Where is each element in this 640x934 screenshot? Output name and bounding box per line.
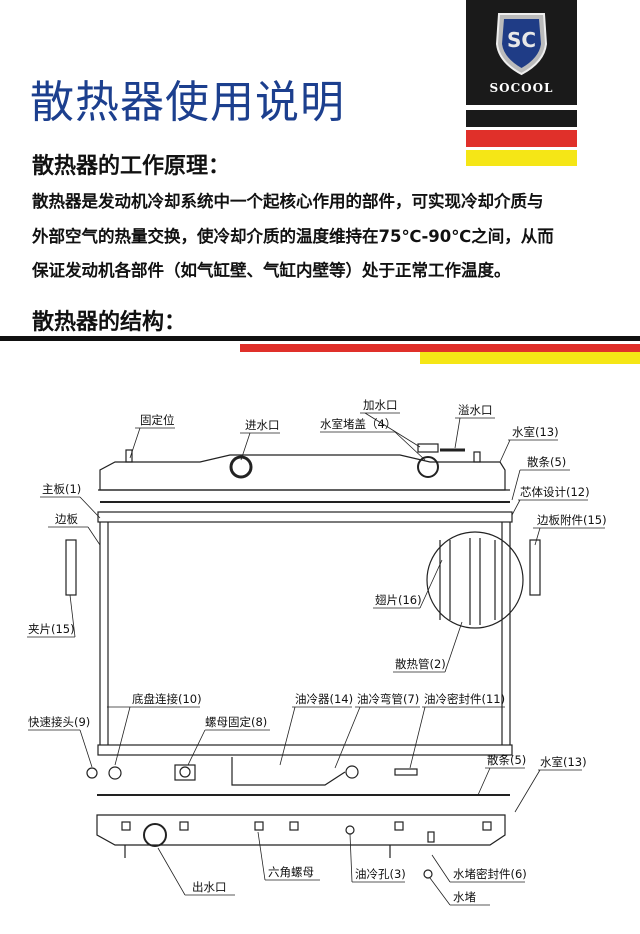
label-oil-pipe: 油冷弯管(7) <box>357 692 419 706</box>
label-side-attachment: 边板附件(15) <box>537 513 607 527</box>
yellow-stripe <box>466 150 577 166</box>
label-core: 芯体设计(12) <box>520 485 590 499</box>
label-oil-hole: 油冷孔(3) <box>355 867 406 881</box>
label-quick-connector: 快速接头(9) <box>28 715 90 729</box>
label-nut-fixing: 螺母固定(8) <box>205 715 267 729</box>
principle-line: 外部空气的热量交换，使冷却介质的温度维持在75℃-90℃之间，从而 <box>32 226 554 246</box>
core <box>65 511 541 756</box>
bottom-tank <box>96 814 506 879</box>
label-clip: 夹片(15) <box>28 622 75 636</box>
label-chassis-connection: 底盘连接(10) <box>132 692 202 706</box>
structure-heading: 散热器的结构： <box>32 310 187 335</box>
label-plug-seal: 水堵密封件(6) <box>453 867 527 881</box>
label-hex-nut: 六角螺母 <box>268 865 314 879</box>
label-plug: 水堵 <box>453 890 476 904</box>
label-tube: 散热管(2) <box>395 657 446 671</box>
label-fixing-point: 固定位 <box>140 413 175 427</box>
principle-text: 散热器是发动机冷却系统中一个起核心作用的部件，可实现冷却介质与 外部空气的热量交… <box>32 185 622 289</box>
label-main-plate: 主板(1) <box>42 482 81 496</box>
leader-lines <box>27 412 605 906</box>
label-gasket-top: 散条(5) <box>527 455 566 469</box>
black-stripe <box>466 110 577 127</box>
label-side-plate: 边板 <box>55 512 78 526</box>
label-fin: 翅片(16) <box>375 593 422 607</box>
principle-line: 保证发动机各部件（如气缸壁、气缸内壁等）处于正常工作温度。 <box>32 261 511 280</box>
bottom-fittings <box>86 757 418 786</box>
divider-yellow <box>420 352 640 364</box>
principle-line: 散热器是发动机冷却系统中一个起核心作用的部件，可实现冷却介质与 <box>32 192 544 211</box>
brand-name: SOCOOL <box>489 81 554 95</box>
top-tank <box>98 443 510 491</box>
red-stripe <box>466 130 577 147</box>
label-tank-top: 水室(13) <box>512 425 559 439</box>
svg-text:SC: SC <box>507 28 536 52</box>
divider-red <box>240 344 640 352</box>
label-oil-seal: 油冷密封件(11) <box>424 692 505 706</box>
label-outlet: 出水口 <box>192 880 227 894</box>
label-inlet: 进水口 <box>245 418 280 432</box>
brand-logo: SC SOCOOL <box>466 0 577 105</box>
label-overflow: 溢水口 <box>458 403 493 417</box>
shield-icon: SC <box>495 13 548 76</box>
label-tank-cap: 水室堵盖（4） <box>320 417 396 431</box>
principle-heading: 散热器的工作原理： <box>32 154 231 179</box>
label-oil-cooler: 油冷器(14) <box>295 692 353 706</box>
label-filler: 加水口 <box>363 398 398 412</box>
part-labels: 固定位 进水口 加水口 水室堵盖（4） 溢水口 水室(13) 散条(5) 主板(… <box>28 398 607 904</box>
label-tank-bottom: 水室(13) <box>540 755 587 769</box>
divider-black <box>0 336 640 341</box>
page-title: 散热器使用说明 <box>30 77 345 128</box>
label-gasket-bottom: 散条(5) <box>487 753 526 767</box>
